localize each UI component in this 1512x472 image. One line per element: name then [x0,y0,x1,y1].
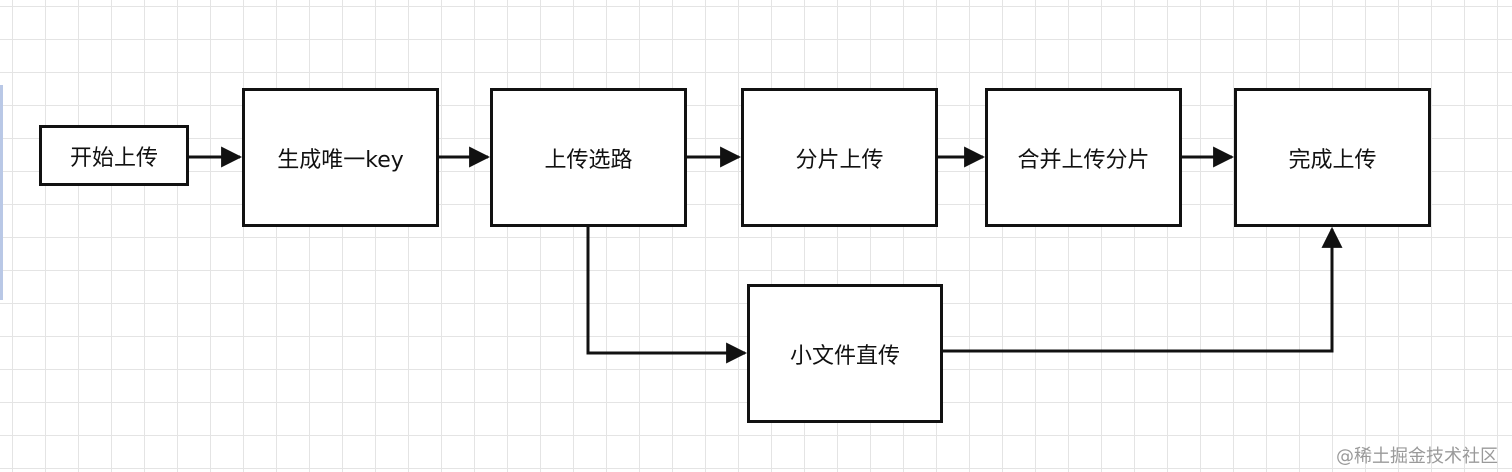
node-start-upload[interactable]: 开始上传 [39,125,189,186]
node-upload-complete-label: 完成上传 [1288,147,1377,173]
node-start-upload-label: 开始上传 [69,145,158,171]
node-small-file-direct[interactable]: 小文件直传 [747,284,943,423]
left-edge-accent [0,85,3,300]
node-upload-routing-label: 上传选路 [544,147,633,173]
edge-small-to-done [943,226,1343,353]
node-merge-chunks[interactable]: 合并上传分片 [985,88,1182,227]
node-chunk-upload-label: 分片上传 [795,147,884,173]
node-merge-chunks-label: 合并上传分片 [1017,147,1150,173]
edge-route-to-small [586,227,748,364]
node-small-file-direct-label: 小文件直传 [789,343,900,369]
node-upload-complete[interactable]: 完成上传 [1234,88,1431,227]
node-upload-routing[interactable]: 上传选路 [490,88,687,227]
node-generate-key-label: 生成唯一key [277,147,404,173]
watermark-text: @稀土掘金技术社区 [1336,446,1498,467]
node-generate-key[interactable]: 生成唯一key [242,88,439,227]
node-chunk-upload[interactable]: 分片上传 [741,88,938,227]
